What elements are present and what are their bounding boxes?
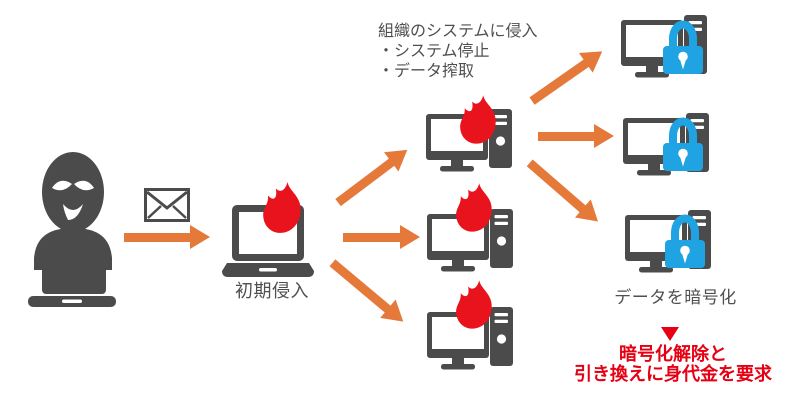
- ransom-demand-line: 引き換えに身代金を要求: [574, 364, 772, 384]
- arrow-spread-up: [331, 140, 415, 212]
- arrow-spread-down: [325, 253, 411, 331]
- flame-icon: [263, 182, 301, 233]
- ransom-demand-text: 暗号化解除と 引き換えに身代金を要求: [563, 344, 783, 384]
- flame-icon: [456, 280, 492, 329]
- arrow-email-delivery: [124, 225, 210, 249]
- encrypt-data-label: データを暗号化: [614, 288, 737, 307]
- ransom-demand-line: 暗号化解除と: [619, 344, 727, 364]
- flame-icon: [460, 95, 496, 144]
- arrow-encrypt-down: [522, 153, 606, 230]
- initial-intrusion-label: 初期侵入: [235, 281, 309, 301]
- lock-icon: [663, 117, 703, 171]
- arrow-encrypt-middle: [538, 124, 614, 148]
- spread-annotation-title: 組織のシステムに侵入: [378, 23, 538, 40]
- spread-annotation-item: ・データ搾取: [378, 63, 475, 80]
- lock-icon: [665, 214, 705, 268]
- arrow-spread-middle: [343, 225, 420, 249]
- flame-icon: [456, 183, 492, 232]
- spread-annotation: 組織のシステムに侵入 ・システム停止 ・データ搾取: [378, 22, 538, 82]
- lock-icon: [663, 20, 703, 74]
- email-icon: [144, 188, 190, 222]
- triangle-down-icon: [661, 327, 679, 341]
- spread-annotation-item: ・システム停止: [378, 43, 490, 60]
- infected-desktop-icon: [427, 307, 513, 370]
- hacker-icon: [28, 152, 116, 307]
- infected-desktop-icon: [427, 209, 513, 272]
